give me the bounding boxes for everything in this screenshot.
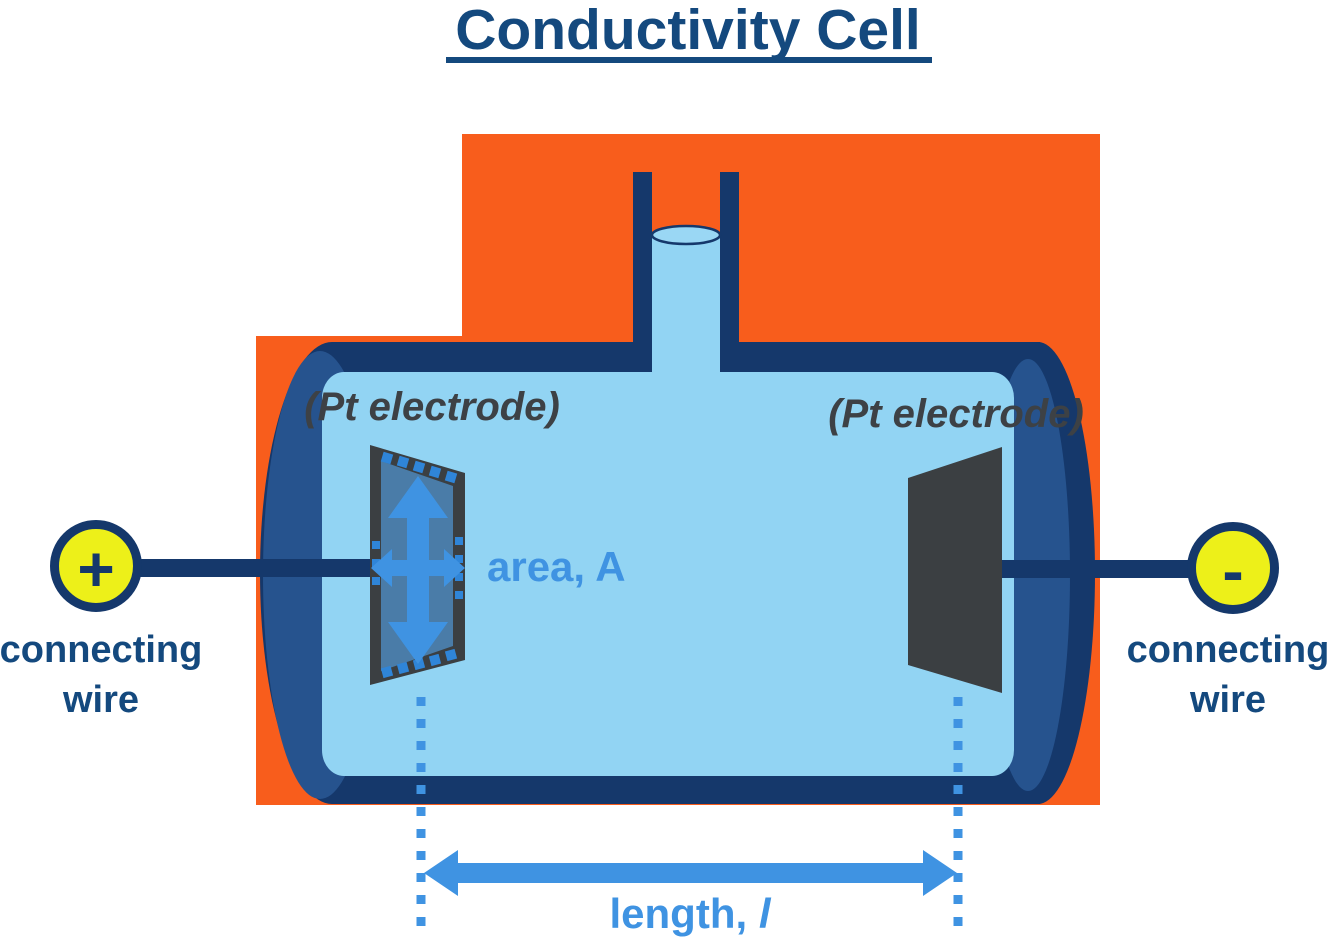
left-electrode <box>370 445 465 685</box>
electrolyte-liquid <box>322 372 1014 776</box>
right-wire <box>995 560 1195 578</box>
neck-liquid-column <box>652 235 720 375</box>
negative-terminal-circle <box>1187 522 1279 614</box>
right-terminal-label-line1: connecting <box>1127 629 1330 671</box>
area-label: area, A <box>487 543 626 590</box>
left-electrode-caption: (Pt electrode) <box>304 385 560 429</box>
page-title: Conductivity Cell <box>455 0 921 62</box>
minus-sign: - <box>1222 535 1243 607</box>
right-electrode <box>908 447 1002 693</box>
length-label-prefix: length, <box>610 890 759 937</box>
title-underline <box>446 57 932 63</box>
left-wire <box>130 559 380 577</box>
length-label-symbol: l <box>759 890 772 937</box>
length-label: length, l <box>610 890 772 937</box>
right-electrode-caption: (Pt electrode) <box>828 392 1084 436</box>
length-arrow-icon <box>424 850 957 896</box>
plus-sign: + <box>77 533 114 605</box>
area-arrows-icon <box>371 476 465 664</box>
positive-terminal: + <box>50 520 142 612</box>
neck-left-wall <box>633 172 652 375</box>
neck-liquid-meniscus <box>650 224 722 246</box>
neck-right-wall <box>720 172 739 375</box>
left-electrode-perforations <box>372 451 463 679</box>
left-terminal-label-line1: connecting <box>0 629 202 671</box>
right-terminal-label-line2: wire <box>1189 679 1266 721</box>
positive-terminal-circle <box>50 520 142 612</box>
left-terminal-label-line2: wire <box>62 679 139 721</box>
negative-terminal: - <box>1187 522 1279 614</box>
